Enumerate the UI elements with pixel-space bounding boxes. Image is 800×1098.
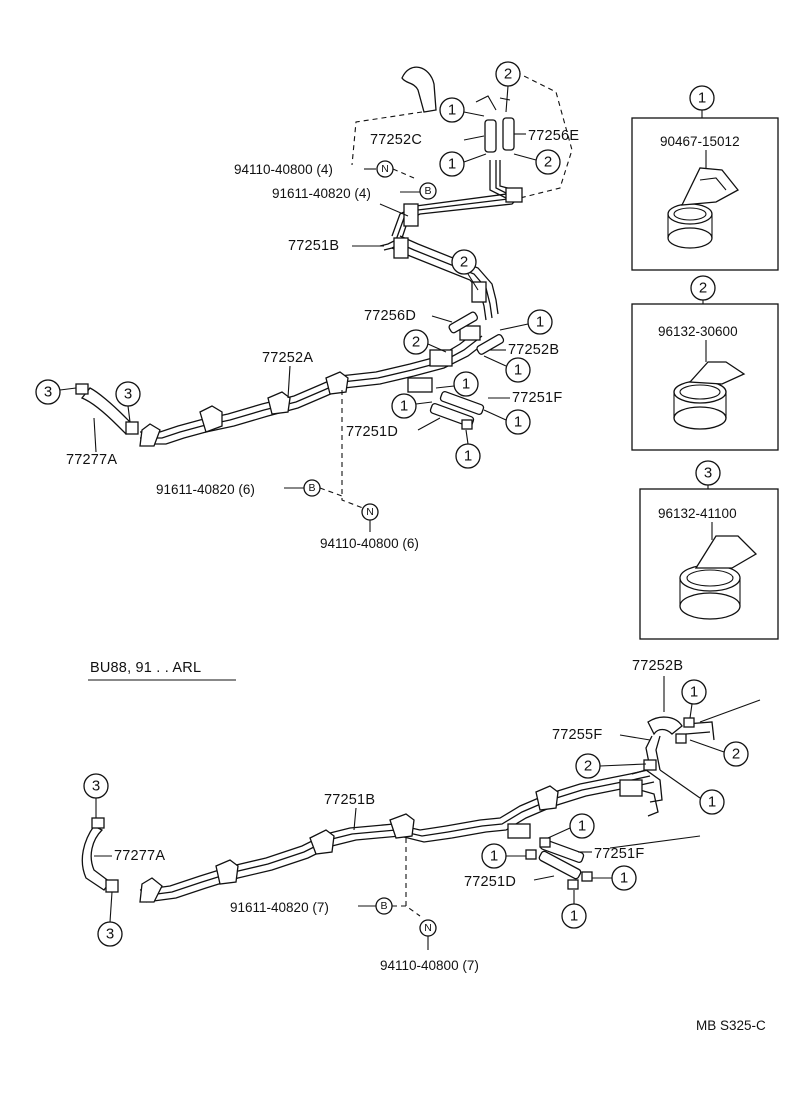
bolt-symbol-top: B bbox=[424, 185, 431, 197]
callout-2: 2 bbox=[584, 758, 592, 775]
label-77277a-bottom: 77277A bbox=[114, 848, 165, 864]
top-assembly bbox=[75, 63, 573, 511]
callout-2: 2 bbox=[732, 746, 740, 763]
nut-symbol-top: N bbox=[381, 163, 389, 175]
callout-1: 1 bbox=[578, 818, 586, 835]
callout-1: 1 bbox=[448, 156, 456, 173]
label-77251f-top: 77251F bbox=[512, 390, 562, 406]
bolt-symbol-bottom: B bbox=[380, 900, 387, 912]
hose-clamp-3-icon bbox=[679, 535, 758, 620]
section-label: BU88, 91 . . ARL bbox=[90, 660, 201, 676]
top-callouts: 2 1 1 2 2 1 2 1 1 1 1 1 3 3 bbox=[35, 61, 561, 469]
hose-77256e bbox=[502, 117, 515, 151]
label-77252c: 77252C bbox=[370, 132, 422, 148]
label-bolt-qty-lower: 91611-40820 (6) bbox=[156, 482, 255, 497]
label-77251d-bottom: 77251D bbox=[464, 874, 516, 890]
callout-1: 1 bbox=[570, 908, 578, 925]
label-77255f: 77255F bbox=[552, 727, 602, 743]
label-77277a-top: 77277A bbox=[66, 452, 117, 468]
bolt-symbol-lower: B bbox=[308, 482, 315, 494]
callout-3: 3 bbox=[124, 386, 132, 403]
clamp-ref-1: 1 bbox=[698, 90, 706, 107]
diagram-code: MB S325-C bbox=[696, 1018, 766, 1033]
clamp-part-2: 96132-30600 bbox=[658, 324, 738, 339]
callout-3: 3 bbox=[44, 384, 52, 401]
label-77252b-top: 77252B bbox=[508, 342, 559, 358]
hose-77252b-bottom bbox=[647, 716, 683, 736]
label-77251b-top: 77251B bbox=[288, 238, 339, 254]
label-bolt-qty-bottom: 91611-40820 (7) bbox=[230, 900, 329, 915]
label-77252a: 77252A bbox=[262, 350, 313, 366]
callout-1: 1 bbox=[514, 414, 522, 431]
callout-1: 1 bbox=[400, 398, 408, 415]
clamp-detail-2: 2 96132-30600 bbox=[631, 275, 779, 451]
nut-symbol-lower: N bbox=[366, 506, 374, 518]
callout-3: 3 bbox=[106, 926, 114, 943]
label-bolt-qty-top: 91611-40820 (4) bbox=[272, 186, 371, 201]
callout-1: 1 bbox=[620, 870, 628, 887]
callout-1: 1 bbox=[514, 362, 522, 379]
label-nut-qty-bottom: 94110-40800 (7) bbox=[380, 958, 479, 973]
nut-symbol-bottom: N bbox=[424, 922, 432, 934]
hose-77251f bbox=[439, 390, 485, 416]
label-77256d: 77256D bbox=[364, 308, 416, 324]
label-77251b-bottom: 77251B bbox=[324, 792, 375, 808]
callout-3: 3 bbox=[92, 778, 100, 795]
callout-1: 1 bbox=[536, 314, 544, 331]
hose-77252c bbox=[484, 119, 497, 153]
label-77251f-bottom: 77251F bbox=[594, 846, 644, 862]
clamp-part-1: 90467-15012 bbox=[660, 134, 740, 149]
callout-2: 2 bbox=[504, 66, 512, 83]
label-77251d-top: 77251D bbox=[346, 424, 398, 440]
hose-clamp-2-icon bbox=[673, 361, 746, 430]
callout-1: 1 bbox=[462, 376, 470, 393]
callout-1: 1 bbox=[490, 848, 498, 865]
callout-2: 2 bbox=[544, 154, 552, 171]
label-nut-qty-top: 94110-40800 (4) bbox=[234, 162, 333, 177]
label-nut-qty-lower: 94110-40800 (6) bbox=[320, 536, 419, 551]
clamp-part-3: 96132-41100 bbox=[658, 506, 737, 521]
callout-1: 1 bbox=[708, 794, 716, 811]
hose-77251d-bottom bbox=[538, 850, 582, 880]
bottom-assembly bbox=[81, 699, 761, 917]
callout-1: 1 bbox=[690, 684, 698, 701]
callout-1: 1 bbox=[464, 448, 472, 465]
filler-hose bbox=[401, 66, 437, 113]
hose-clamp-1-icon bbox=[667, 167, 739, 249]
label-77252b-bottom: 77252B bbox=[632, 658, 683, 674]
callout-2: 2 bbox=[460, 254, 468, 271]
clamp-detail-3: 3 96132-41100 bbox=[639, 460, 779, 640]
clamp-detail-1: 1 90467-15012 bbox=[631, 85, 779, 271]
clamp-ref-2: 2 bbox=[699, 280, 707, 297]
callout-1: 1 bbox=[448, 102, 456, 119]
callout-2: 2 bbox=[412, 334, 420, 351]
bottom-callouts: 1 2 2 1 1 1 1 1 3 3 bbox=[83, 679, 749, 947]
label-77256e: 77256E bbox=[528, 128, 579, 144]
clamp-ref-3: 3 bbox=[704, 465, 712, 482]
